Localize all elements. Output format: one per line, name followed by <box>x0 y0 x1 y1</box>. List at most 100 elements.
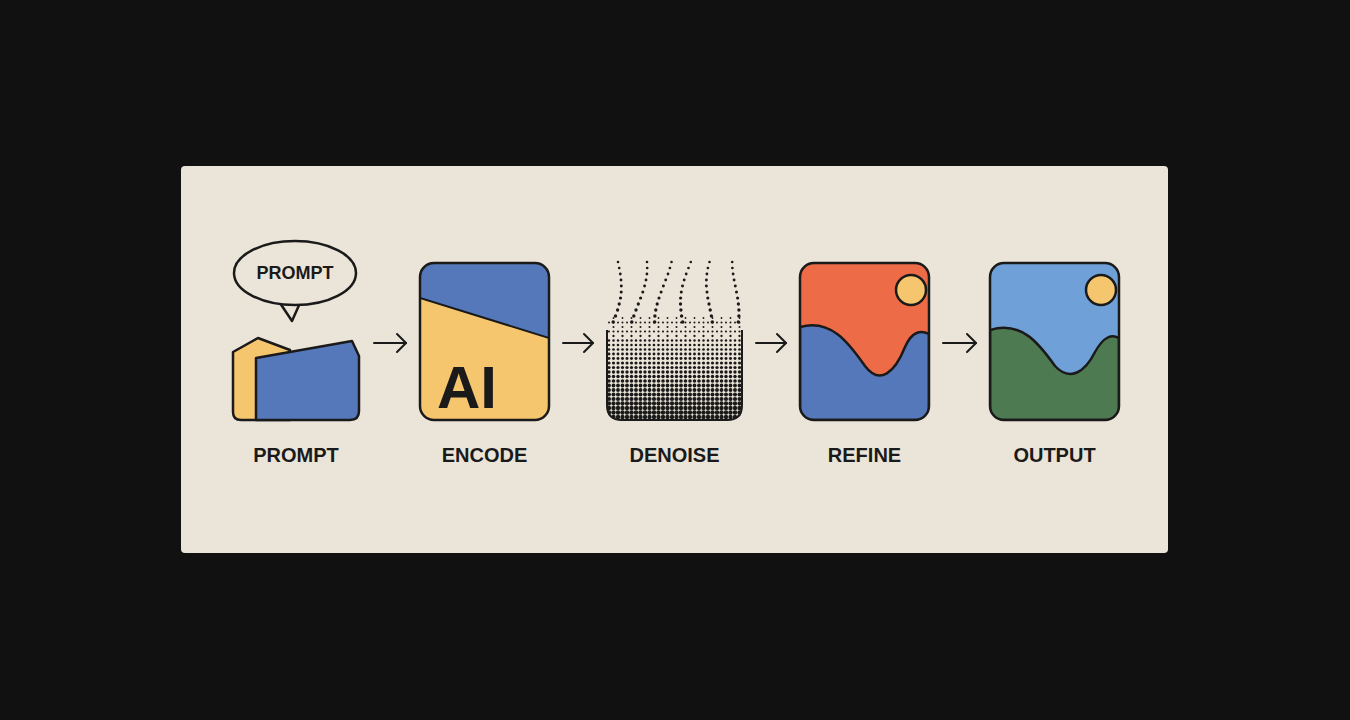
noise-dot <box>715 375 719 379</box>
noise-dot <box>653 348 656 351</box>
noise-dot <box>738 326 740 328</box>
noise-dot <box>681 320 685 324</box>
noise-dot <box>688 401 692 405</box>
noise-dot <box>680 339 682 341</box>
noise-dot <box>679 410 683 414</box>
noise-dot <box>652 384 656 388</box>
noise-dot <box>635 322 637 324</box>
noise-dot <box>692 401 696 405</box>
noise-dot <box>652 361 655 364</box>
noise-dot <box>661 397 665 401</box>
noise-dot <box>711 361 714 364</box>
noise-dot <box>616 397 620 401</box>
noise-dot <box>693 326 695 328</box>
noise-dot <box>630 339 632 341</box>
noise-dot <box>619 273 622 276</box>
noise-dot <box>737 314 740 317</box>
noise-dot <box>653 322 655 324</box>
noise-dot <box>616 379 620 383</box>
noise-dot <box>666 335 668 337</box>
noise-dot <box>729 339 731 341</box>
noise-dot <box>697 370 700 373</box>
noise-dot <box>619 296 622 299</box>
noise-dot <box>715 384 719 388</box>
noise-dot <box>639 393 643 397</box>
noise-dot <box>670 379 674 383</box>
noise-dot <box>698 339 700 341</box>
noise-dot <box>666 361 669 364</box>
noise-dot <box>733 393 737 397</box>
noise-dot <box>711 339 713 341</box>
noise-dot <box>720 339 722 341</box>
noise-dot <box>733 388 737 392</box>
noise-dot <box>661 401 665 405</box>
noise-dot <box>662 285 665 288</box>
noise-dot <box>689 344 692 347</box>
noise-dot <box>653 320 657 324</box>
noise-dot <box>724 406 728 410</box>
noise-dot <box>652 406 656 410</box>
noise-dot <box>705 279 708 282</box>
noise-dot <box>652 375 656 379</box>
noise-dot <box>646 261 649 264</box>
noise-dot <box>674 406 678 410</box>
noise-dot <box>720 344 723 347</box>
noise-dot <box>720 370 723 373</box>
noise-dot <box>733 361 736 364</box>
noise-dot <box>644 357 647 360</box>
noise-dot <box>702 339 704 341</box>
stage-label: OUTPUT <box>990 445 1119 465</box>
noise-dot <box>666 326 668 328</box>
noise-dot <box>719 410 723 414</box>
noise-dot <box>683 410 687 414</box>
noise-dot <box>662 348 665 351</box>
noise-dot <box>653 330 655 332</box>
noise-dot <box>734 348 737 351</box>
noise-dot <box>688 406 692 410</box>
noise-dot <box>639 326 641 328</box>
noise-dot <box>693 366 696 369</box>
noise-dot <box>688 388 692 392</box>
noise-dot <box>643 415 647 419</box>
stage-node: REFINE <box>800 258 929 472</box>
noise-dot <box>720 393 724 397</box>
noise-dot <box>733 366 736 369</box>
noise-dot <box>688 379 692 383</box>
noise-dot <box>681 285 684 288</box>
noise-dot <box>634 415 638 419</box>
noise-dot <box>725 357 728 360</box>
noise-dot <box>639 361 642 364</box>
noise-dot <box>716 330 718 332</box>
noise-dot <box>711 388 715 392</box>
noise-dot <box>684 348 687 351</box>
noise-dot <box>630 393 634 397</box>
noise-dot <box>733 384 737 388</box>
noise-dot <box>670 384 674 388</box>
noise-dot <box>720 335 722 337</box>
noise-dot <box>675 326 677 328</box>
noise-dot <box>635 339 637 341</box>
noise-dot <box>697 375 701 379</box>
noise-dot <box>666 393 670 397</box>
noise-dot <box>661 393 665 397</box>
noise-dot <box>684 370 687 373</box>
noise-dot <box>648 357 651 360</box>
noise-dot <box>670 388 674 392</box>
noise-dot <box>736 296 739 299</box>
noise-dot <box>693 388 697 392</box>
stage-node: DENOISE <box>607 258 742 472</box>
noise-dot <box>729 361 732 364</box>
noise-dot <box>703 322 705 324</box>
noise-dot <box>644 353 647 356</box>
noise-dot <box>639 353 642 356</box>
noise-dot <box>608 322 610 324</box>
noise-dot <box>661 361 664 364</box>
noise-dot <box>687 267 690 270</box>
noise-dot <box>711 393 715 397</box>
noise-dot <box>644 339 646 341</box>
noise-dot <box>616 384 620 388</box>
noise-dot <box>630 335 632 337</box>
noise-dot <box>679 401 683 405</box>
noise-dot <box>634 410 638 414</box>
noise-dot <box>648 366 651 369</box>
